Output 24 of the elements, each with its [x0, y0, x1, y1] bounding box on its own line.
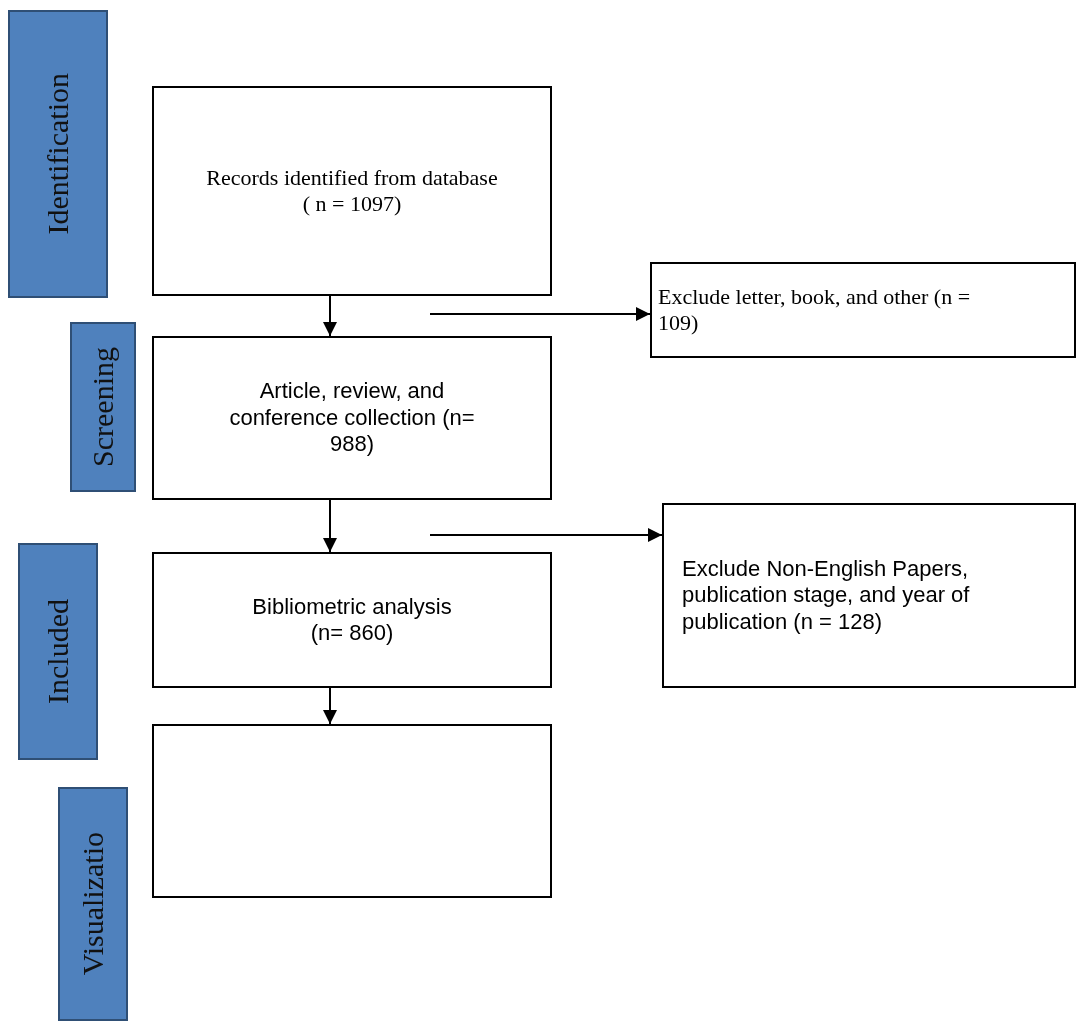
process-box — [152, 336, 552, 500]
arrow — [323, 687, 337, 725]
stage-label: Visualizatio — [76, 832, 110, 976]
box-text: Article, review, and conference collection (n= 988) — [228, 378, 476, 458]
arrow — [429, 307, 651, 321]
stage-band — [8, 10, 108, 298]
arrow — [323, 499, 337, 553]
stage-label: Included — [41, 599, 75, 704]
stage-label: Screening — [86, 347, 120, 467]
box-text: Exclude Non-English Papers, publication stage, and year of publication (n = 128) — [682, 555, 971, 636]
stage-band — [58, 787, 128, 1021]
process-box — [152, 86, 552, 296]
stage-band — [70, 322, 136, 492]
box-text: Records identified from database ( n = 1097) — [205, 164, 499, 218]
stage-band — [18, 543, 98, 760]
box-text: Bibliometric analysis (n= 860) — [251, 593, 453, 647]
arrow — [323, 295, 337, 337]
box-text: Exclude letter, book, and other (n = 109) — [658, 283, 972, 337]
stage-label: Identification — [41, 73, 75, 235]
arrow — [429, 528, 663, 542]
empty-box — [152, 724, 552, 898]
process-box — [650, 262, 1076, 358]
process-box — [662, 503, 1076, 688]
process-box — [152, 552, 552, 688]
